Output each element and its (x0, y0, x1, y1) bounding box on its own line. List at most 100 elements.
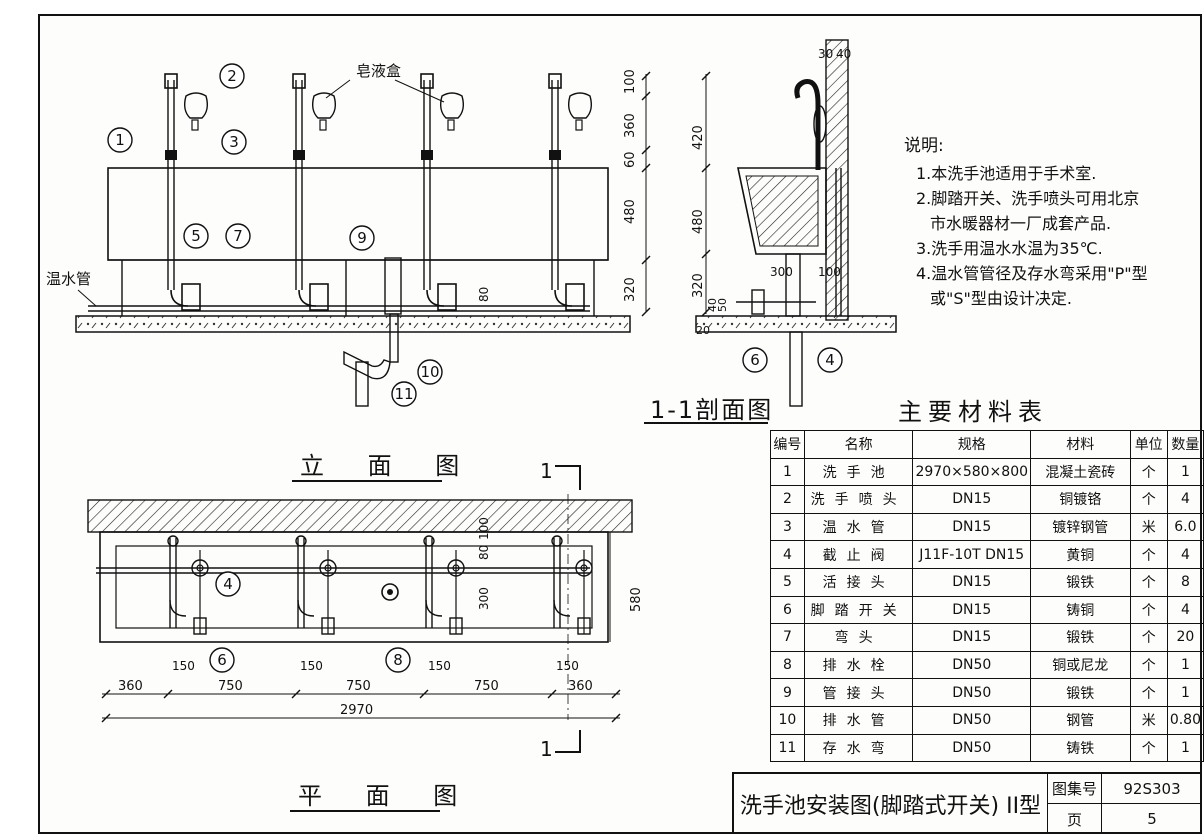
table-cell: 排水栓 (803, 650, 914, 680)
drawing-title: 洗手池安装图(脚踏式开关) II型 (734, 774, 1048, 834)
section-mark-bottom: 1 (540, 737, 553, 761)
callout-number: 7 (233, 227, 243, 245)
elevation-caption: 立 面 图 (300, 452, 478, 480)
page-number: 5 (1147, 810, 1157, 828)
table-cell: DN50 (912, 650, 1032, 680)
table-cell: 铜镀铬 (1030, 485, 1131, 514)
col-header-material: 材料 (1030, 430, 1131, 459)
plan-fixture (295, 535, 337, 635)
section-caption-underline (644, 422, 768, 424)
plan-wall (87, 499, 633, 533)
callout-number: 8 (393, 651, 403, 669)
plan-caption-underline (290, 810, 440, 812)
page-label: 页 (1048, 804, 1102, 834)
table-cell: 个 (1129, 595, 1168, 625)
col-header-name: 名称 (803, 430, 914, 459)
table-cell: 4 (770, 540, 805, 569)
table-cell: 1 (770, 457, 805, 487)
table-cell: 5 (770, 567, 805, 597)
plan-dim-150-4: 150 (556, 659, 579, 673)
section-caption: 1-1剖面图 (650, 396, 774, 424)
table-cell: 9 (770, 678, 805, 707)
plan-fixture (423, 535, 465, 635)
table-cell: 1 (1166, 733, 1204, 763)
soap-box-label: 皂液盒 (356, 62, 401, 80)
plan-dim-750-2: 750 (346, 679, 371, 694)
note-4-cont: 或"S"型由设计决定. (930, 289, 1072, 308)
title-block: 洗手池安装图(脚踏式开关) II型 图集号 92S303 页 5 (732, 772, 1202, 834)
callout-number: 5 (191, 227, 201, 245)
table-cell: 钢管 (1030, 705, 1131, 735)
callout-number: 2 (227, 67, 237, 85)
table-cell: 20 (1166, 623, 1204, 652)
sect-dim-40b: 40 (706, 298, 719, 312)
table-cell: 0.80 (1166, 705, 1204, 735)
riser-assembly (164, 73, 209, 311)
table-cell: 排水管 (803, 705, 914, 735)
table-cell: 个 (1129, 623, 1168, 652)
plan-dim-150-2: 150 (300, 659, 323, 673)
elevation-caption-underline (292, 480, 442, 482)
table-cell: 个 (1129, 733, 1168, 763)
note-2-cont: 市水暖器材一厂成套产品. (930, 214, 1112, 233)
table-cell: DN15 (912, 512, 1032, 542)
table-cell: 铸铜 (1030, 595, 1131, 625)
table-cell: 1 (1166, 457, 1204, 487)
table-cell: 弯头 (803, 623, 914, 652)
table-cell: 7 (770, 623, 805, 652)
col-header-spec: 规格 (912, 430, 1032, 459)
plan-dim-100: 100 (477, 517, 491, 540)
riser-assembly (548, 73, 593, 311)
table-cell: 6 (770, 595, 805, 625)
riser-assembly (292, 73, 337, 311)
sect-dim-50: 50 (716, 298, 729, 312)
table-cell: 4 (1166, 540, 1204, 569)
plan-dim-80: 80 (477, 545, 491, 560)
plan-fixtures (167, 535, 593, 635)
sect-dim-480: 480 (691, 209, 706, 234)
sect-dim-20: 20 (696, 324, 710, 337)
elev-dim-360: 360 (623, 113, 638, 138)
table-cell: 个 (1129, 457, 1168, 487)
plan-floor-drain (381, 583, 399, 601)
table-cell: 管接头 (803, 678, 914, 707)
table-cell: 8 (770, 650, 805, 680)
table-cell: 个 (1129, 485, 1168, 514)
table-cell: 温水管 (803, 512, 914, 542)
col-header-unit: 单位 (1129, 430, 1168, 459)
table-cell: 锻铁 (1030, 623, 1131, 652)
callout-circle (385, 647, 411, 673)
plan-dim-360-left: 360 (118, 679, 143, 694)
elevation-floor (75, 315, 631, 333)
table-cell: DN15 (912, 623, 1032, 652)
callout-circle (391, 381, 417, 407)
elev-dim-80: 80 (477, 287, 491, 302)
table-cell: 脚踏开关 (803, 595, 914, 625)
table-cell: DN50 (912, 733, 1032, 763)
table-cell: 存水弯 (803, 733, 914, 763)
riser-assembly (420, 73, 465, 311)
callout-circle (817, 347, 843, 373)
atlas-number: 92S303 (1102, 774, 1202, 804)
plan-dim-580: 580 (629, 587, 644, 612)
plan-dim-150-3: 150 (428, 659, 451, 673)
table-cell: 1 (1166, 650, 1204, 680)
callout-circle (417, 359, 443, 385)
elevation-view: 100 360 60 480 320 80 皂液盒 温水管 (46, 62, 651, 407)
table-cell: 米 (1129, 512, 1168, 542)
table-cell: 铜或尼龙 (1030, 650, 1131, 680)
table-cell: 锻铁 (1030, 678, 1131, 707)
table-cell: DN50 (912, 705, 1032, 735)
plan-dim-300: 300 (477, 587, 491, 610)
col-header-no: 编号 (770, 430, 805, 459)
table-cell: DN15 (912, 567, 1032, 597)
table-cell: 个 (1129, 678, 1168, 707)
note-1: 1.本洗手池适用于手术室. (916, 164, 1097, 183)
